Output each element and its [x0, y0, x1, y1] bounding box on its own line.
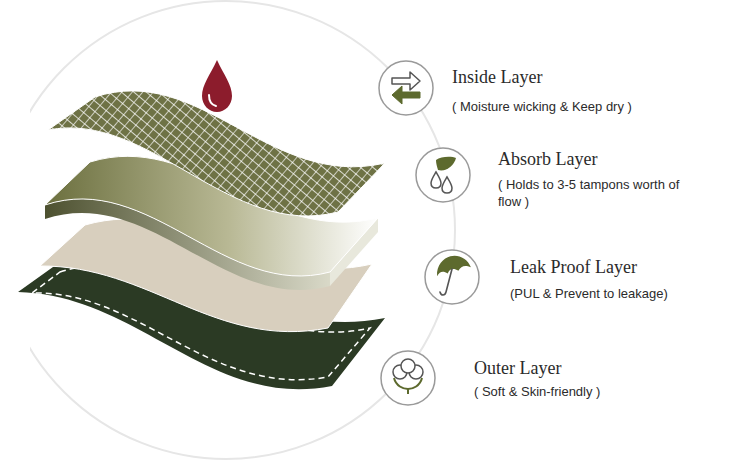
- layer-icon-node: Absorb Layer( Holds to 3-5 tampons worth…: [416, 148, 470, 202]
- icon-circle: [381, 351, 435, 405]
- layer-icon-node: Inside Layer( Moisture wicking & Keep dr…: [379, 61, 433, 115]
- drop-highlight: [209, 95, 216, 106]
- layer-description: (PUL & Prevent to leakage): [510, 285, 668, 302]
- layer-description: ( Soft & Skin-friendly ): [474, 383, 600, 400]
- layer-heading: Leak Proof Layer: [510, 256, 637, 278]
- icon-circle: [425, 250, 479, 304]
- absorb-icon: [431, 157, 456, 193]
- icon-circle: [416, 148, 470, 202]
- layer-heading: Absorb Layer: [498, 148, 597, 170]
- arc-mask: [0, 0, 30, 461]
- cotton-icon: [393, 359, 423, 394]
- icon-circle: [379, 61, 433, 115]
- layer-description: ( Moisture wicking & Keep dry ): [452, 98, 632, 115]
- arc-ring: [0, 1, 455, 459]
- umbrella-icon: [433, 252, 471, 295]
- layer-icon-node: Outer Layer( Soft & Skin-friendly ): [381, 351, 435, 405]
- wicking-icon: [392, 72, 420, 104]
- layer-heading: Inside Layer: [452, 66, 542, 88]
- layer-heading: Outer Layer: [474, 357, 561, 379]
- layer-icon-node: Leak Proof Layer(PUL & Prevent to leakag…: [425, 250, 479, 304]
- layer-description: ( Holds to 3-5 tampons worth of flow ): [498, 176, 690, 210]
- blood-drop: [202, 60, 232, 112]
